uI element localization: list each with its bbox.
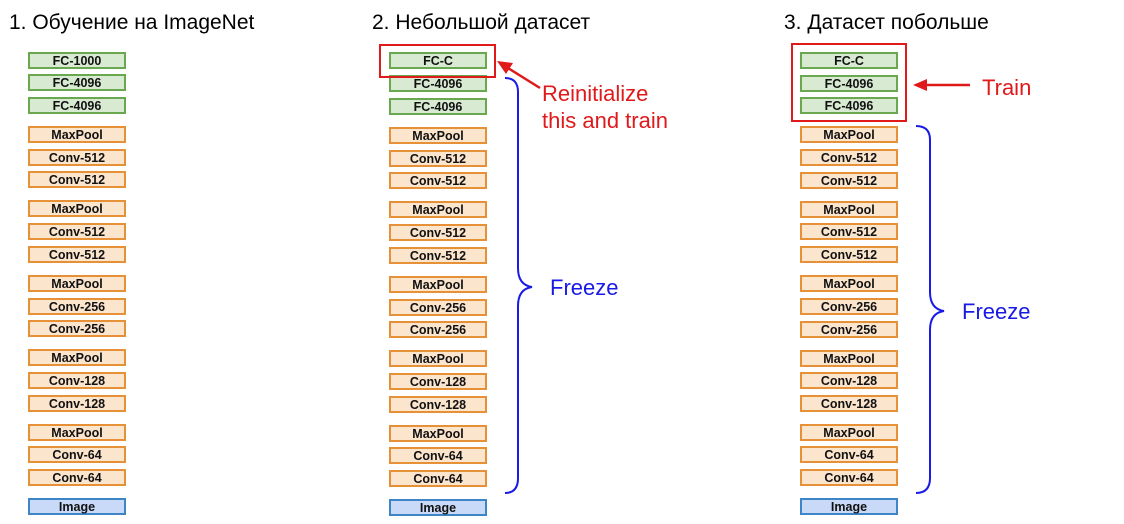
conv-layer: Conv-512: [389, 247, 487, 264]
conv-layer: Conv-256: [28, 320, 126, 337]
panel-title-3: 3. Датасет побольше: [784, 11, 989, 34]
conv-layer: Conv-512: [28, 223, 126, 240]
conv-layer: Conv-512: [800, 149, 898, 166]
train-highlight-box: [791, 43, 907, 122]
fc-layer: FC-C: [389, 52, 487, 69]
conv-layer: Conv-64: [28, 469, 126, 486]
conv-layer: Conv-256: [800, 321, 898, 338]
conv-layer: Conv-64: [800, 446, 898, 463]
conv-layer: Conv-128: [28, 372, 126, 389]
conv-layer: Conv-128: [28, 395, 126, 412]
fc-layer: FC-4096: [800, 97, 898, 114]
conv-layer: MaxPool: [800, 126, 898, 143]
conv-layer: Conv-64: [800, 469, 898, 486]
conv-layer: Conv-512: [800, 223, 898, 240]
reinit-highlight-box: [379, 44, 496, 78]
conv-layer: Conv-512: [800, 172, 898, 189]
conv-layer: Conv-128: [800, 395, 898, 412]
conv-layer: Conv-256: [28, 298, 126, 315]
conv-layer: Conv-64: [389, 470, 487, 487]
conv-layer: MaxPool: [389, 201, 487, 218]
conv-layer: Conv-512: [389, 150, 487, 167]
reinit-label-line2: this and train: [542, 108, 668, 133]
conv-layer: Conv-256: [389, 299, 487, 316]
fc-layer: FC-1000: [28, 52, 126, 69]
conv-layer: Conv-128: [389, 373, 487, 390]
fc-layer: FC-C: [800, 52, 898, 69]
conv-layer: Conv-512: [28, 246, 126, 263]
conv-layer: MaxPool: [389, 276, 487, 293]
conv-layer: MaxPool: [800, 201, 898, 218]
conv-layer: MaxPool: [28, 424, 126, 441]
red-arrow-icon: [913, 79, 970, 91]
image-input: Image: [28, 498, 126, 515]
reinit-label-line1: Reinitialize: [542, 81, 649, 106]
freeze-brace-icon: [915, 125, 945, 494]
conv-layer: Conv-512: [389, 172, 487, 189]
fc-layer: FC-4096: [389, 98, 487, 115]
conv-layer: Conv-256: [800, 298, 898, 315]
freeze-brace-icon: [504, 77, 533, 494]
conv-layer: Conv-256: [389, 321, 487, 338]
fc-layer: FC-4096: [28, 97, 126, 114]
conv-layer: MaxPool: [389, 350, 487, 367]
conv-layer: Conv-128: [800, 372, 898, 389]
conv-layer: MaxPool: [28, 349, 126, 366]
red-arrow-icon: [497, 61, 541, 90]
conv-layer: MaxPool: [28, 126, 126, 143]
conv-layer: Conv-64: [389, 447, 487, 464]
train-label: Train: [982, 75, 1032, 100]
conv-layer: Conv-512: [389, 224, 487, 241]
conv-layer: MaxPool: [28, 200, 126, 217]
fc-layer: FC-4096: [800, 75, 898, 92]
conv-layer: MaxPool: [28, 275, 126, 292]
conv-layer: MaxPool: [800, 350, 898, 367]
conv-layer: Conv-512: [800, 246, 898, 263]
image-input: Image: [389, 499, 487, 516]
panel-title-1: 1. Обучение на ImageNet: [9, 11, 255, 34]
conv-layer: Conv-512: [28, 149, 126, 166]
fc-layer: FC-4096: [28, 74, 126, 91]
freeze-label: Freeze: [962, 299, 1031, 324]
conv-layer: Conv-512: [28, 171, 126, 188]
conv-layer: Conv-64: [28, 446, 126, 463]
conv-layer: MaxPool: [389, 425, 487, 442]
conv-layer: MaxPool: [800, 424, 898, 441]
conv-layer: MaxPool: [800, 275, 898, 292]
freeze-label: Freeze: [550, 275, 619, 300]
image-input: Image: [800, 498, 898, 515]
conv-layer: Conv-128: [389, 396, 487, 413]
panel-title-2: 2. Небольшой датасет: [372, 11, 591, 34]
conv-layer: MaxPool: [389, 127, 487, 144]
